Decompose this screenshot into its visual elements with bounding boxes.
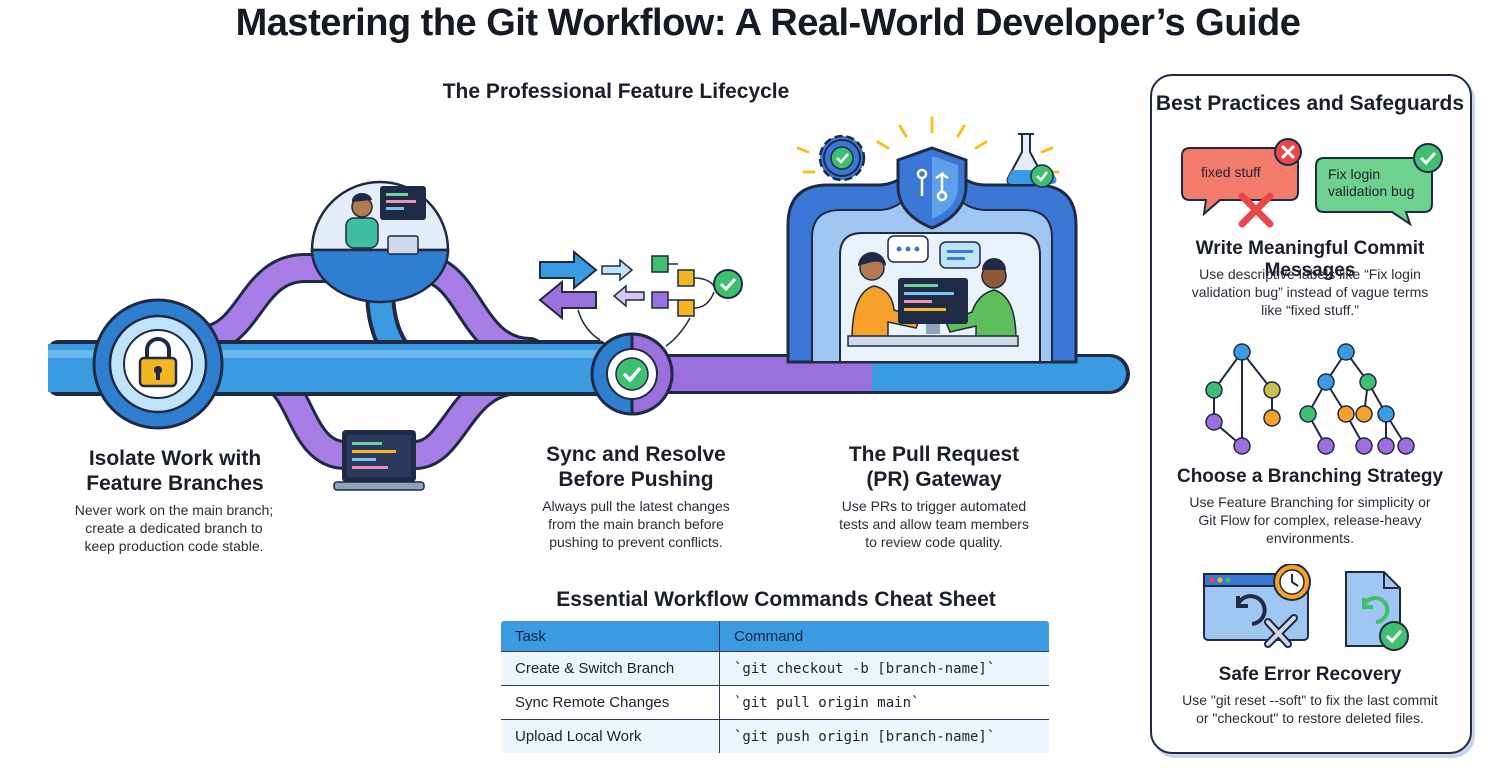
step-3-title: The Pull Request(PR) Gateway: [848, 443, 1020, 491]
practice-3-description: Use "git reset --soft" to fix the last c…: [1182, 692, 1438, 726]
table-header-row: Task Command: [501, 621, 1049, 652]
x-icon: [1238, 138, 1302, 228]
bad-commit-bubble: [1181, 138, 1302, 228]
recovery-icons: [1203, 564, 1409, 651]
laptop-icon: [333, 430, 425, 491]
command-cell: `git checkout -b [branch-name]`: [719, 651, 1049, 686]
shield-pr-icon: [896, 146, 968, 230]
task-cell: Sync Remote Changes: [501, 685, 720, 720]
page-title: Mastering the Git Workflow: A Real-World…: [235, 2, 1301, 44]
clock-icon: [1273, 564, 1311, 601]
command-cell: `git pull origin main`: [719, 685, 1049, 720]
pr-gateway-arch: [786, 167, 1078, 364]
restore-file-icon: [1345, 571, 1409, 651]
table-row: Sync Remote Changes `git pull origin mai…: [501, 685, 1049, 720]
practice-2-title: Choose a Branching Strategy: [1176, 466, 1444, 487]
cheat-sheet-title: Essential Workflow Commands Cheat Sheet: [556, 588, 996, 611]
lifecycle-diagram: [48, 116, 1130, 491]
task-cell: Upload Local Work: [501, 719, 720, 753]
cheat-sheet-table: Task Command Create & Switch Branch `git…: [500, 620, 1050, 754]
sidebar-title: Best Practices and Safeguards: [1155, 92, 1465, 115]
branch-tree-icon: [1205, 343, 1415, 455]
checkmark-icon: [590, 332, 674, 416]
good-commit-bubble: [1315, 143, 1443, 227]
task-cell: Create & Switch Branch: [501, 651, 720, 686]
gear-icon: [818, 134, 866, 182]
table-row: Upload Local Work `git push origin [bran…: [501, 719, 1049, 753]
bad-commit-text: fixed stuff: [1201, 164, 1261, 180]
flask-icon: [1006, 133, 1057, 188]
practice-1-title: Write Meaningful Commit Messages: [1195, 238, 1425, 281]
command-cell: `git push origin [branch-name]`: [719, 719, 1049, 753]
table-row: Create & Switch Branch `git checkout -b …: [501, 651, 1049, 686]
glow-rays: [796, 116, 1060, 174]
lifecycle-title: The Professional Feature Lifecycle: [442, 80, 790, 103]
practice-3-title: Safe Error Recovery: [1218, 664, 1402, 685]
commit-bubbles: [1181, 138, 1443, 228]
column-header-task: Task: [501, 621, 720, 652]
lock-icon: [92, 298, 224, 430]
checkmark-icon: [1413, 143, 1443, 173]
developer-bubble-icon: [310, 180, 450, 304]
column-header-command: Command: [719, 621, 1049, 652]
step-1-description: Never work on the main branch;create a d…: [74, 502, 274, 554]
sync-arrows-icon: [538, 249, 743, 347]
tools-icon: [1264, 614, 1298, 648]
